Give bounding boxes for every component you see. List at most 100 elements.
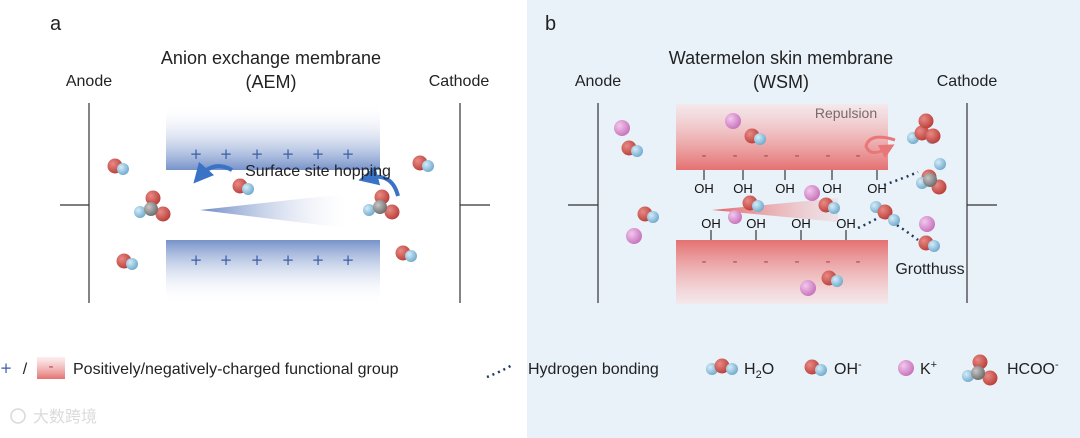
hydroxide-molecule [821,270,843,287]
minus-charge: - [825,148,830,164]
panel-a-letter: a [50,13,62,35]
minus-charge: - [701,148,706,164]
legend-hbond-label: Hydrogen bonding [528,361,659,378]
potassium-ion [728,210,742,224]
legend-water-symbol [706,358,738,375]
plus-charge: + [190,145,203,163]
aem-top-layer [166,104,380,170]
aem-top-charges: + + + + + + [190,145,355,163]
repulsion-label: Repulsion [815,105,877,121]
formate-molecule [918,113,941,144]
hydroxide-molecule [107,158,129,175]
minus-charge: - [825,254,830,270]
legend-negative-swatch [37,357,65,379]
panel-b-letter: b [545,13,556,35]
oh-group-label: OH [694,181,714,196]
minus-charge: - [763,254,768,270]
legend-minus-symbol: - [48,359,53,375]
legend-hydroxide-symbol [804,359,827,376]
plus-charge: + [312,145,325,163]
wsm-top-charges: - - - - - - [701,148,860,164]
watermark: 大数跨境 [10,407,97,426]
water-molecule [870,201,900,226]
oh-group-label: OH [701,216,721,231]
minus-charge: - [855,148,860,164]
watermark-text: 大数跨境 [33,407,97,426]
legend-formate-label: HCOO- [1007,359,1059,378]
plus-charge: + [282,251,295,269]
legend-plus-symbol: + [0,359,12,377]
plus-charge: + [251,145,264,163]
legend-water-label: H2O [744,361,774,381]
potassium-ion [804,185,820,201]
surface-hopping-label: Surface site hopping [245,163,391,180]
potassium-ion [725,113,741,129]
potassium-ion [614,120,630,136]
hydroxide-molecule [232,178,254,195]
oh-group-label: OH [822,181,842,196]
minus-charge: - [701,254,706,270]
bottom-hydroxyl-groups: OH OH OH OH [701,216,856,240]
hydrogen-bond-lines [857,170,919,241]
hydroxide-molecule [412,155,434,172]
oh-group-label: OH [836,216,856,231]
plus-charge: + [342,251,355,269]
panel-a-title-line1: Anion exchange membrane [161,48,381,68]
potassium-ion [626,228,642,244]
plus-charge: + [282,145,295,163]
panel-a-cathode-label: Cathode [429,73,490,90]
grotthuss-label: Grotthuss [895,261,964,278]
panel-b-cathode-label: Cathode [937,73,998,90]
hydroxide-molecule [116,253,138,270]
aem-bottom-layer [166,240,380,304]
oh-group-label: OH [733,181,753,196]
minus-charge: - [855,254,860,270]
legend-slash: / [23,361,28,378]
hydroxide-molecule [818,197,840,214]
potassium-ion [919,216,935,232]
legend-potassium-symbol [898,360,914,376]
legend: + / - Positively/negatively-charged func… [0,354,1059,386]
legend-charged-group-label: Positively/negatively-charged functional… [73,361,399,378]
minus-charge: - [794,148,799,164]
panel-b-title-line1: Watermelon skin membrane [669,48,893,68]
plus-charge: + [312,251,325,269]
aem-bottom-charges: + + + + + + [190,251,355,269]
panel-a-title-line2: (AEM) [246,72,297,92]
panel-b-background [527,0,1080,438]
minus-charge: - [732,254,737,270]
legend-hydroxide-label: OH- [834,359,862,378]
ion-flow-arrow [712,198,838,222]
wsm-top-layer [676,104,888,170]
minus-charge: - [732,148,737,164]
plus-charge: + [220,251,233,269]
panel-b-anode-label: Anode [575,73,621,90]
formate-molecule [363,189,400,220]
formate-molecule [916,158,947,195]
panel-a: a Anion exchange membrane (AEM) Anode Ca… [50,13,490,304]
potassium-ion [800,280,816,296]
minus-charge: - [794,254,799,270]
oh-group-label: OH [775,181,795,196]
hopping-arrow-left [193,161,233,184]
hydroxide-molecule [918,235,940,252]
hydroxide-molecule [395,245,417,262]
minus-charge: - [763,148,768,164]
watermark-logo-icon [10,408,26,424]
plus-charge: + [190,251,203,269]
plus-charge: + [342,145,355,163]
plus-charge: + [220,145,233,163]
repulsion-arrow [864,135,896,159]
legend-hbond-symbol [486,362,515,379]
panel-b-title-line2: (WSM) [753,72,809,92]
top-hydroxyl-groups: OH OH OH OH OH [694,170,887,196]
legend-potassium-label: K+ [920,359,937,378]
hopping-arrow-right [358,165,400,197]
oh-group-label: OH [867,181,887,196]
plus-charge: + [251,251,264,269]
hydroxide-molecule [637,206,659,223]
formate-molecule [134,190,171,222]
wsm-bottom-layer [676,240,888,304]
panel-b: b Watermelon skin membrane (WSM) Anode C… [545,13,997,304]
hydroxide-molecule [742,195,764,212]
